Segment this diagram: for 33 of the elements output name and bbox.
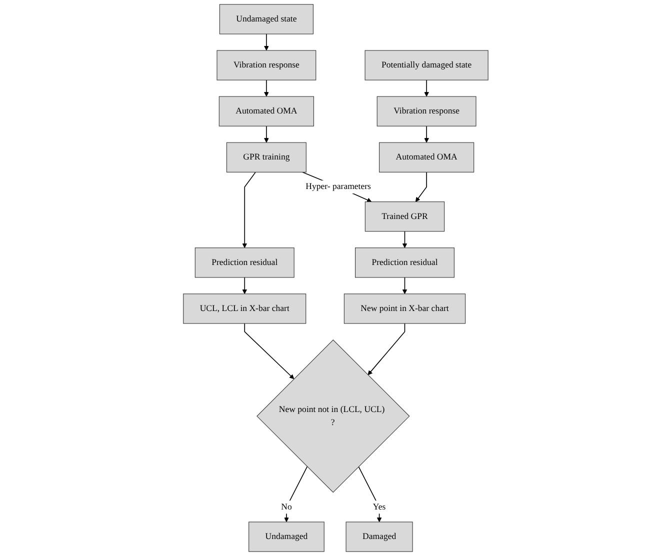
edge-label: Yes: [372, 502, 386, 512]
arrow: [424, 80, 429, 97]
node-box: Trained GPR: [364, 202, 444, 232]
edge-label: No: [280, 502, 292, 512]
node-box: Vibration response: [216, 50, 316, 80]
arrow: [402, 277, 407, 294]
edge-label: Hyper- parameters: [305, 182, 371, 192]
node-diamond: New point not in (LCL, UCL) ?: [256, 340, 410, 493]
arrow: [242, 277, 247, 294]
arrow: [284, 466, 308, 522]
arrow: [367, 323, 405, 376]
node-box: New point in X-bar chart: [344, 294, 466, 324]
arrow: [358, 466, 382, 522]
arrow: [244, 323, 294, 380]
arrow: [264, 34, 269, 51]
node-box: GPR training: [226, 142, 306, 172]
node-box: Prediction residual: [354, 248, 454, 278]
arrow: [264, 80, 269, 97]
node-box: Vibration response: [376, 96, 476, 126]
node-box: Potentially damaged state: [364, 50, 488, 80]
arrow: [264, 126, 269, 143]
arrow: [402, 230, 407, 248]
arrow: [424, 126, 429, 143]
node-box: Undamaged state: [219, 4, 314, 34]
node-box: Prediction residual: [194, 248, 294, 278]
node-box: Damaged: [346, 522, 413, 552]
node-box: Undamaged: [248, 522, 324, 552]
arrow: [242, 172, 256, 248]
node-box: Automated OMA: [378, 142, 474, 172]
node-box: UCL, LCL in X-bar chart: [182, 294, 306, 324]
arrow: [415, 172, 427, 202]
arrow: [302, 172, 372, 202]
node-box: Automated OMA: [218, 96, 314, 126]
